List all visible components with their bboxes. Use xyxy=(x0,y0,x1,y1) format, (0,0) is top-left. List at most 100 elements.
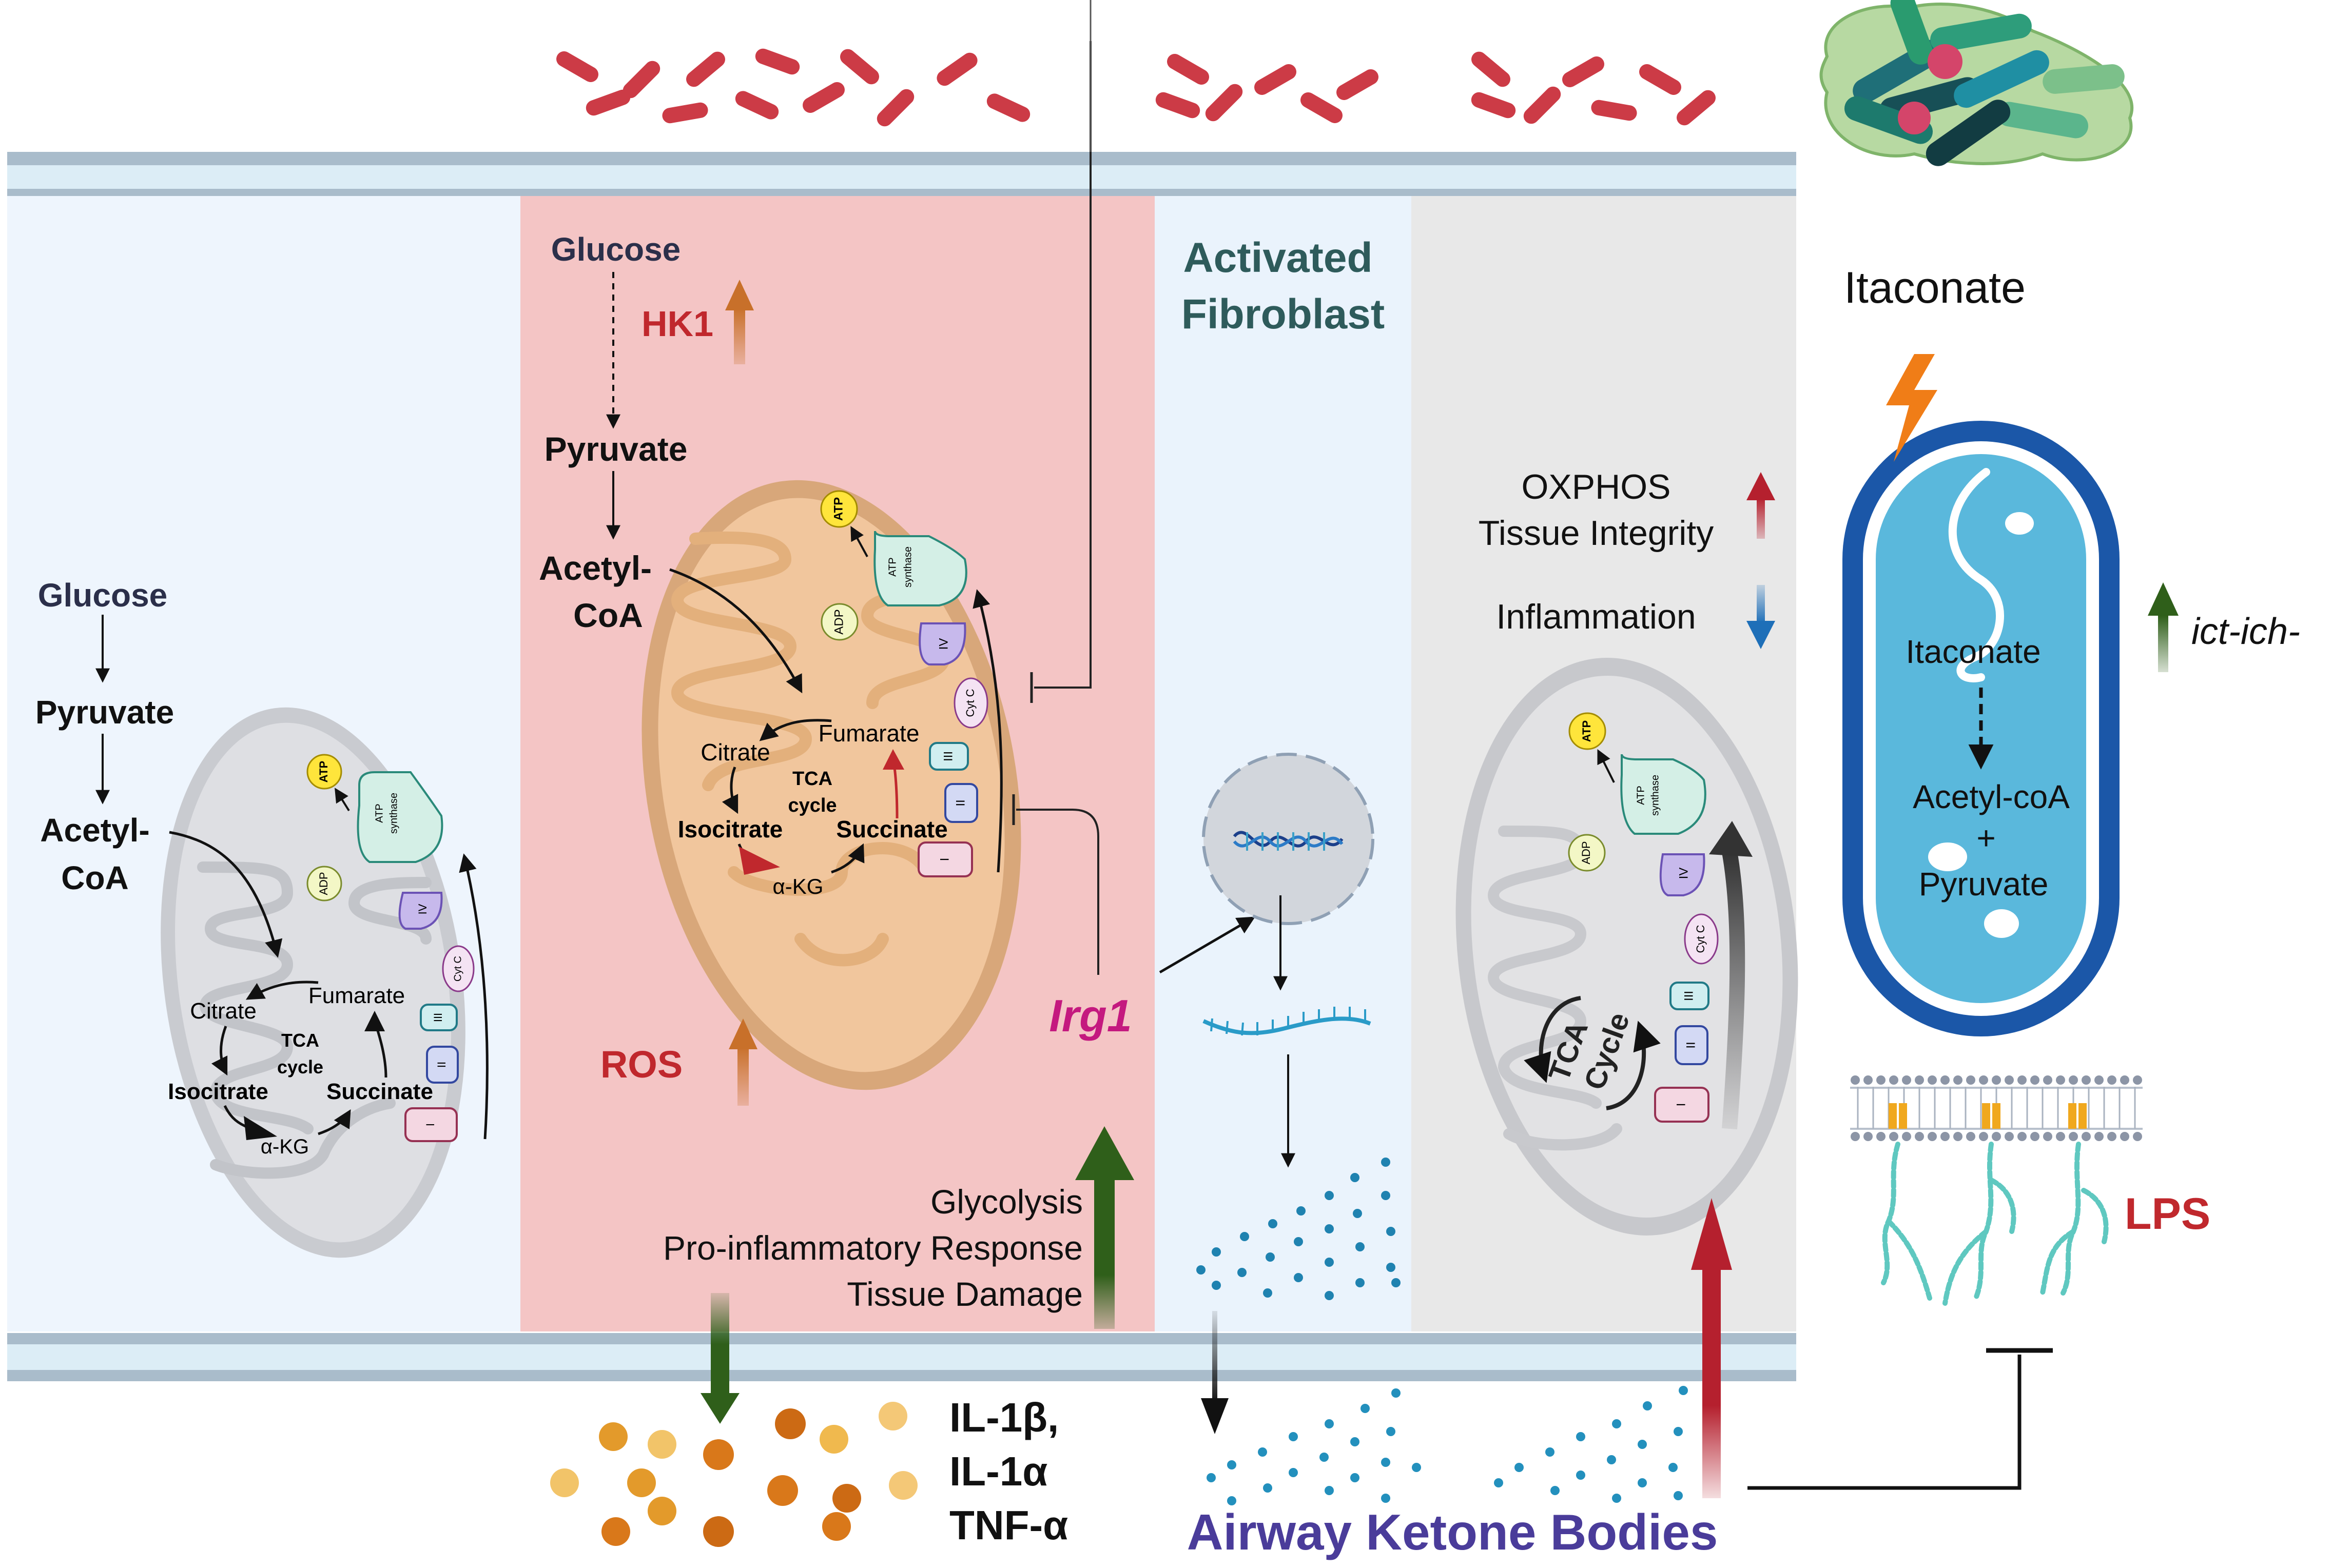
lightning-icon xyxy=(1886,354,1937,462)
right-atp-synthase-2: synthase xyxy=(1649,775,1661,816)
inflamed-complex-i: I xyxy=(938,858,951,861)
genes-up-arrow xyxy=(2148,582,2179,672)
tissue-integrity-label: Tissue Integrity xyxy=(1479,514,1714,553)
left-akg: α-KG xyxy=(261,1135,309,1158)
right-adp-label: ADP xyxy=(1580,841,1592,864)
inflamed-adp-label: ADP xyxy=(832,609,846,634)
bacterium-pyruvate: Pyruvate xyxy=(1919,866,2049,903)
cytokine-il1a: IL-1α xyxy=(949,1448,1047,1494)
inflamed-atp-synthase-2: synthase xyxy=(902,546,914,587)
effect-tissue-damage: Tissue Damage xyxy=(847,1275,1083,1313)
irg1-label: Irg1 xyxy=(1049,990,1132,1041)
left-acetyl-1: Acetyl- xyxy=(40,812,149,849)
fibroblast-title-1: Activated xyxy=(1183,234,1372,281)
cytokine-particles xyxy=(550,1402,918,1547)
inflamed-glucose: Glucose xyxy=(551,231,681,268)
right-cyt-c: Cyt C xyxy=(1694,925,1707,953)
bottom-membrane xyxy=(7,1333,1796,1381)
left-complex-iii: III xyxy=(432,1013,444,1022)
right-mitochondrion: ATP ADP ATP synthase IV Cyt C III II I T… xyxy=(1455,658,1798,1236)
genes-label: ict-ich- xyxy=(2191,611,2300,652)
left-cyt-c: Cyt C xyxy=(452,956,463,982)
inhibition-line-top xyxy=(1034,41,1092,689)
left-atp-label: ATP xyxy=(317,761,330,782)
bacterium-acetyl-coa: Acetyl-coA xyxy=(1913,778,2070,815)
effects-up-arrow xyxy=(1075,1126,1134,1329)
inflamed-succinate: Succinate xyxy=(836,816,947,842)
inflamed-cyt-c: Cyt C xyxy=(964,689,977,717)
right-atp-synthase-1: ATP xyxy=(1635,786,1646,805)
left-complex-iv: IV xyxy=(416,904,429,914)
inflamed-pyruvate: Pyruvate xyxy=(545,430,688,468)
itaconate-heading: Itaconate xyxy=(1844,263,2026,312)
left-complex-i: I xyxy=(424,1123,437,1126)
left-pyruvate: Pyruvate xyxy=(35,694,174,731)
inflamed-atp-label: ATP xyxy=(831,497,845,521)
irg1-to-nucleus-arrow xyxy=(1159,916,1256,974)
ketone-down-arrow xyxy=(1201,1311,1229,1434)
inflamed-complex-iv: IV xyxy=(937,638,950,650)
ketone-up-arrow xyxy=(1691,1198,1732,1498)
inflamed-complex-iii: III xyxy=(941,751,955,761)
oxphos-up-arrow xyxy=(1746,472,1775,539)
left-tca-1: TCA xyxy=(281,1030,319,1051)
inflamed-mitochondrion: ATP ADP ATP synthase IV Cyt C III II I C… xyxy=(642,480,1021,1090)
left-adp-label: ADP xyxy=(317,872,330,895)
cytokine-tnfa: TNF-α xyxy=(949,1502,1068,1548)
mrna-icon xyxy=(1202,1007,1371,1036)
left-isocitrate: Isocitrate xyxy=(168,1079,268,1104)
inflamed-acetyl-2: CoA xyxy=(573,596,643,634)
nucleus-icon xyxy=(1202,753,1374,925)
effect-glycolysis: Glycolysis xyxy=(930,1183,1083,1221)
inflammation-label: Inflammation xyxy=(1496,597,1696,636)
right-atp-label: ATP xyxy=(1580,720,1593,742)
lps-icon xyxy=(1850,1075,2143,1306)
inflamed-tca-2: cycle xyxy=(788,795,837,816)
bacterium-plus: + xyxy=(1976,819,1995,856)
ketone-dots-outside xyxy=(1207,1386,1688,1505)
cytokine-il1b: IL-1β, xyxy=(949,1395,1059,1440)
inflamed-akg: α-KG xyxy=(773,874,824,898)
fibroblast-title-2: Fibroblast xyxy=(1181,291,1385,338)
left-complex-ii: II xyxy=(435,1062,448,1068)
left-glucose: Glucose xyxy=(38,577,168,614)
lps-label: LPS xyxy=(2125,1189,2210,1239)
inflamed-arrow-acetyl-tca xyxy=(669,568,803,694)
left-citrate: Citrate xyxy=(190,998,257,1024)
cytokine-down-arrow xyxy=(701,1293,740,1424)
bacterium-itaconate: Itaconate xyxy=(1906,633,2040,670)
inflamed-citrate: Citrate xyxy=(701,739,770,766)
inflamed-atp-synthase-1: ATP xyxy=(887,557,898,576)
inflamed-complex-ii: II xyxy=(954,799,967,806)
inflamed-fumarate: Fumarate xyxy=(819,720,920,747)
top-membrane xyxy=(7,152,1796,196)
ketone-dots-inside xyxy=(1196,1158,1401,1300)
right-complex-iv: IV xyxy=(1677,868,1690,879)
right-complex-ii: II xyxy=(1684,1042,1698,1048)
inflamed-isocitrate: Isocitrate xyxy=(678,816,783,842)
airway-ketone-bodies-label: Airway Ketone Bodies xyxy=(1187,1504,1718,1560)
hk1-label: HK1 xyxy=(642,304,713,344)
ros-up-arrow xyxy=(729,1018,757,1106)
inflammation-down-arrow xyxy=(1746,585,1775,649)
inflamed-acetyl-1: Acetyl- xyxy=(539,549,652,587)
ketone-inhibits-lps-line xyxy=(1747,1355,2022,1490)
left-acetyl-2: CoA xyxy=(61,859,129,896)
left-arrow-acetyl-tca xyxy=(169,831,283,958)
left-atp-synthase-2: synthase xyxy=(388,793,399,834)
right-complex-iii: III xyxy=(1682,991,1696,1001)
left-succinate: Succinate xyxy=(326,1079,433,1104)
inflamed-tca-1: TCA xyxy=(792,768,832,790)
left-fumarate: Fumarate xyxy=(308,983,405,1008)
right-complex-i: I xyxy=(1674,1103,1688,1107)
effect-proinflammatory: Pro-inflammatory Response xyxy=(663,1229,1083,1267)
ros-label: ROS xyxy=(600,1043,683,1086)
oxphos-label: OXPHOS xyxy=(1522,467,1671,506)
inhibition-line-irg1 xyxy=(1016,809,1099,975)
hk1-up-arrow xyxy=(725,280,754,364)
left-tca-2: cycle xyxy=(277,1056,323,1077)
left-atp-synthase-1: ATP xyxy=(374,803,385,822)
biofilm-icon xyxy=(1819,0,2134,166)
bacteria-rods xyxy=(556,48,1716,127)
